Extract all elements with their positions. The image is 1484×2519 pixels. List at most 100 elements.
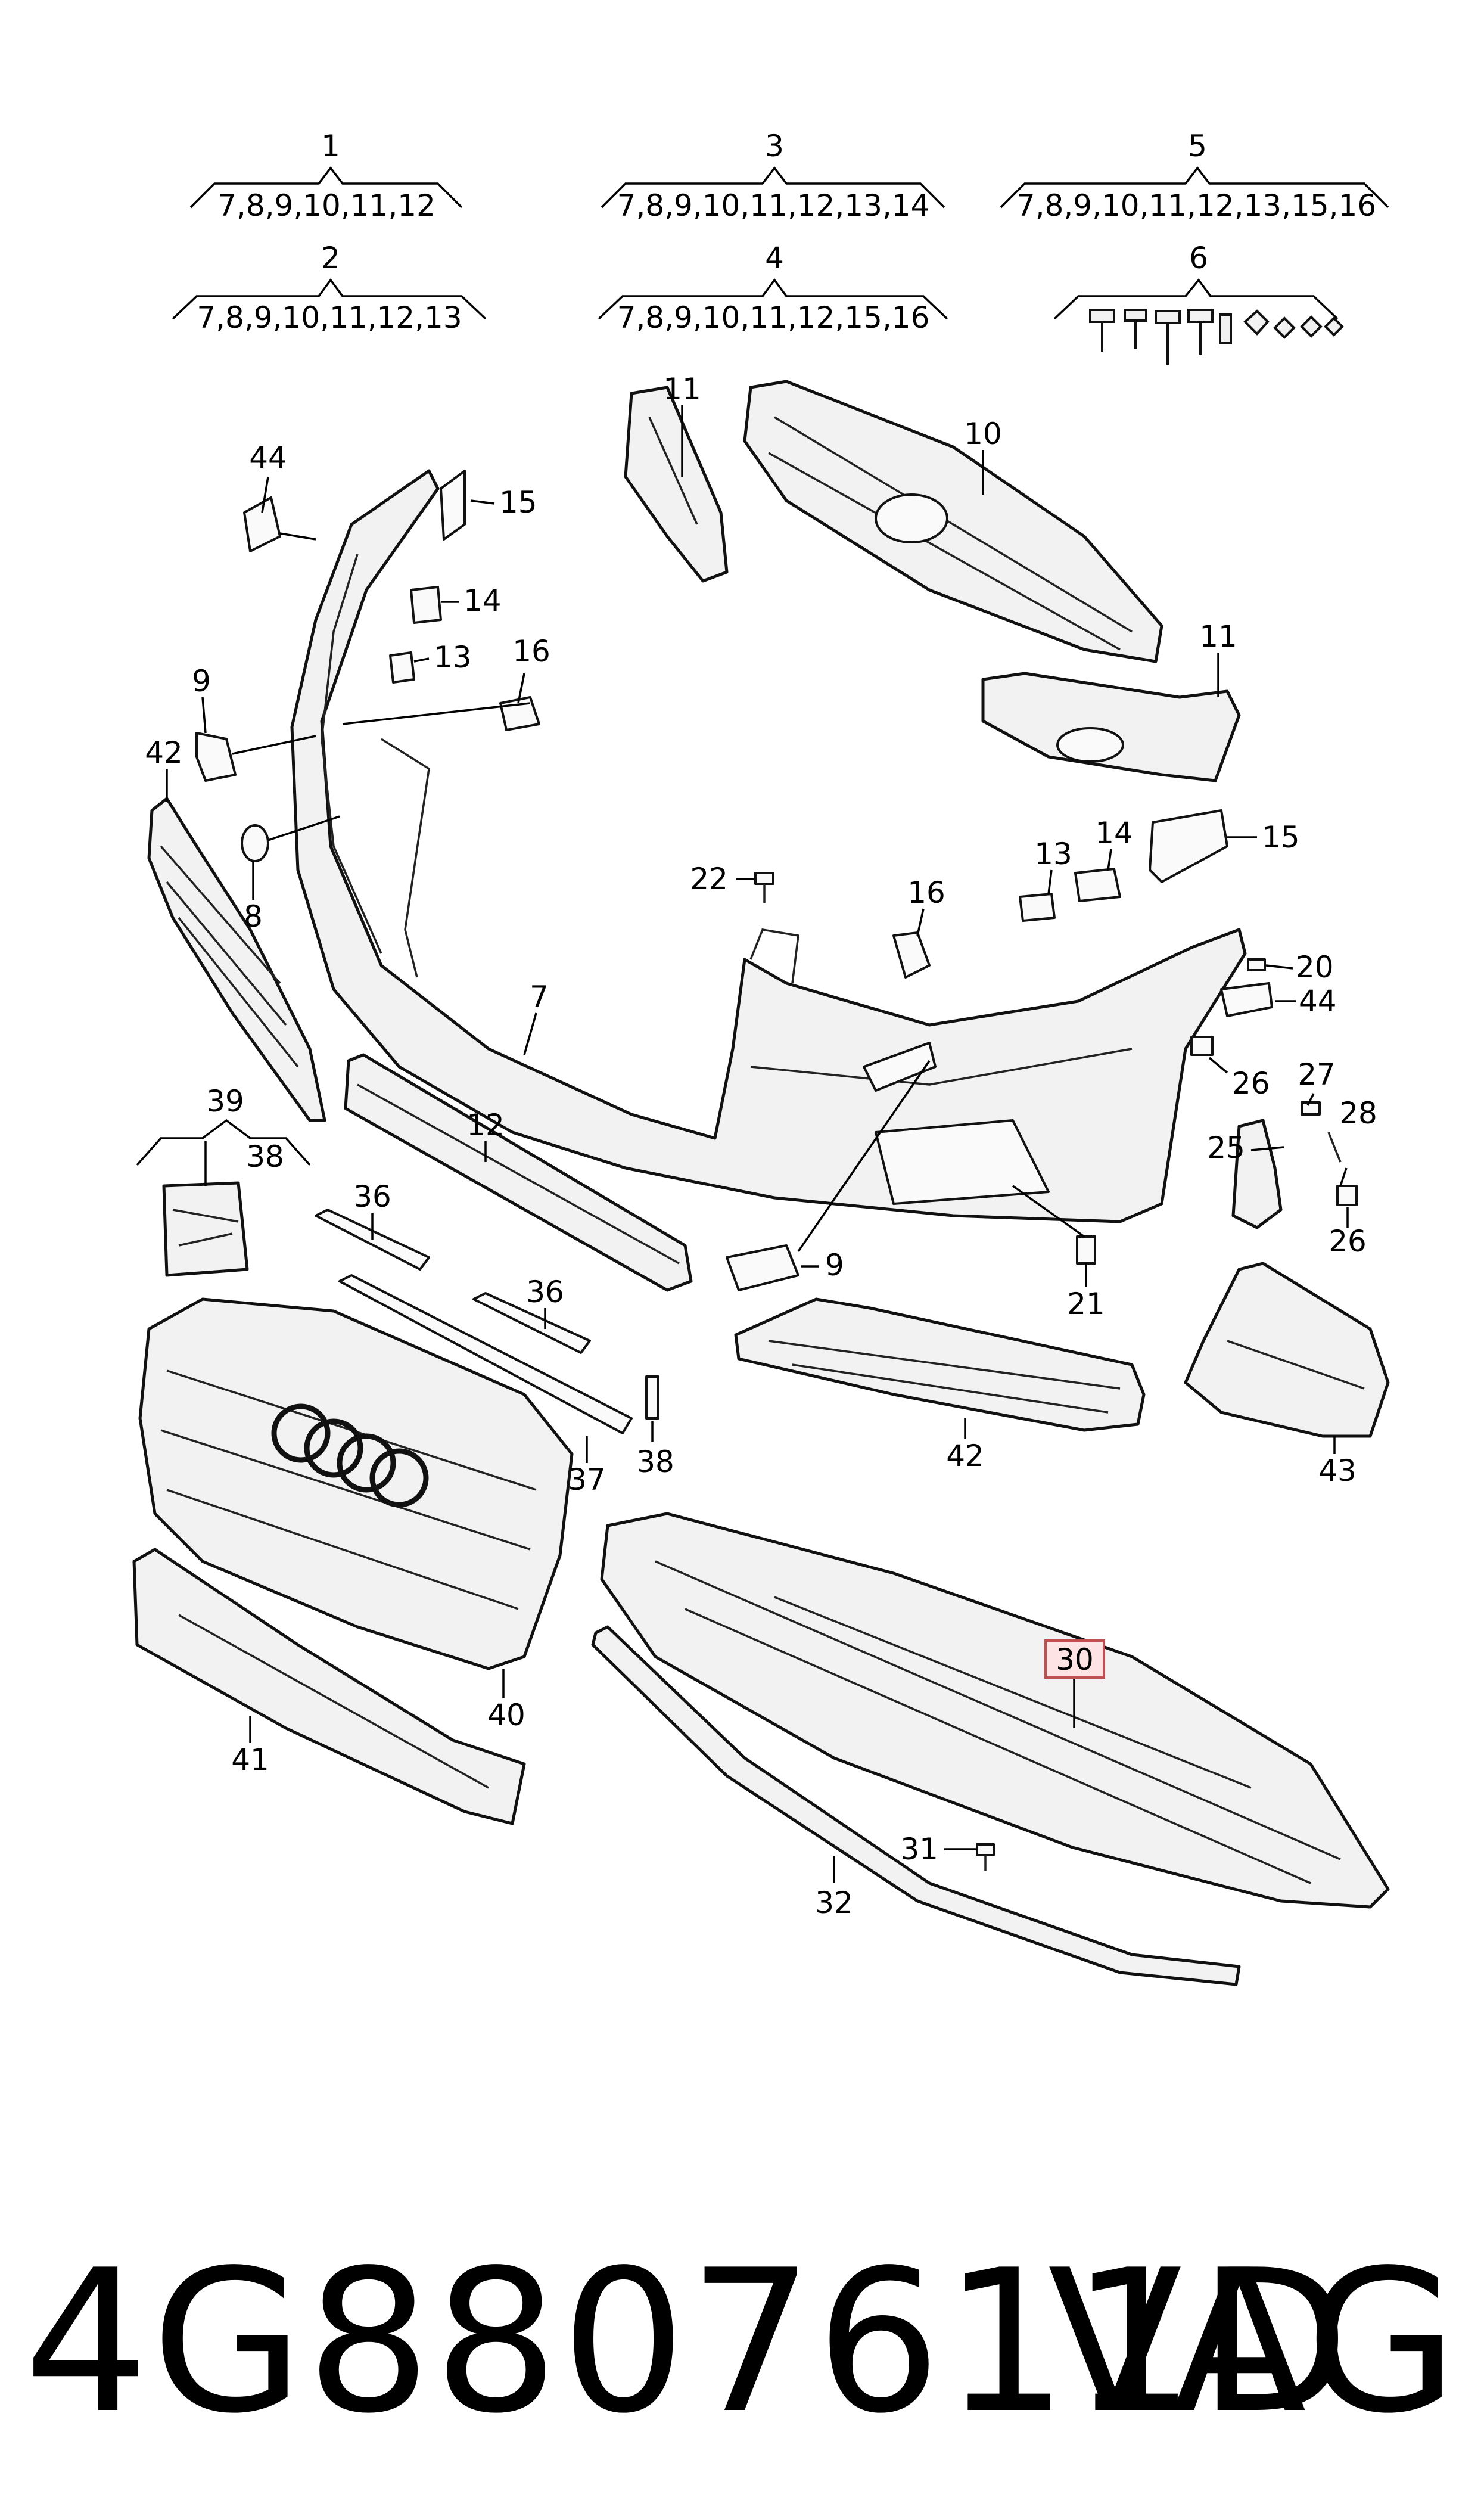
part-27-screw	[1301, 1101, 1321, 1116]
label-38-clip: 38	[636, 1445, 674, 1479]
label-30-box	[1044, 1639, 1105, 1679]
group-header-6: 6	[1053, 241, 1344, 365]
label-41: 41	[231, 1743, 269, 1777]
part-11-upper-bracket	[624, 386, 729, 583]
part-40-main-grille	[138, 1297, 574, 1670]
part-41-lower-grille	[132, 1548, 526, 1825]
part-11-right-bracket	[981, 672, 1241, 782]
part-12-lower-bracket	[344, 1053, 693, 1292]
label-9-right: 9	[825, 1248, 844, 1282]
audi-rings-emblem	[271, 1403, 429, 1508]
part-7-bumper-cover	[290, 469, 1247, 1223]
group-header-5: 5 7,8,9,10,11,12,13,15,16	[1000, 129, 1389, 223]
part-37-long-strip	[338, 1274, 633, 1434]
part-number-text: 4G8807611D	[24, 2228, 1352, 2456]
bumper-center-tab	[749, 928, 799, 984]
label-31: 31	[900, 1832, 938, 1866]
group-5-number: 5	[1188, 129, 1207, 163]
label-12: 12	[466, 1108, 505, 1142]
bumper-side-rib	[381, 738, 430, 978]
label-14-right: 14	[1095, 816, 1133, 850]
group-3-brace	[601, 166, 945, 209]
footer: 4G8807611D VAG	[0, 2217, 1484, 2467]
part-21-clip	[1076, 1235, 1096, 1265]
group-1-refs: 7,8,9,10,11,12	[217, 188, 435, 223]
label-36-lower: 36	[526, 1275, 564, 1309]
group-5-refs: 7,8,9,10,11,12,13,15,16	[1016, 188, 1376, 223]
label-9-left: 9	[192, 664, 211, 698]
group-1-number: 1	[321, 129, 340, 163]
label-43: 43	[1318, 1453, 1357, 1488]
label-15-right: 15	[1262, 820, 1300, 855]
label-11-right: 11	[1199, 619, 1237, 654]
group-2-brace	[172, 278, 487, 320]
part-43-side-panel	[1184, 1262, 1390, 1438]
fog-lamp-opening	[875, 1119, 1050, 1205]
label-44-right: 44	[1299, 984, 1337, 1018]
label-28: 28	[1339, 1096, 1377, 1130]
tow-eye-opening	[863, 1042, 937, 1092]
part-26-upper-nut	[1190, 1036, 1214, 1056]
label-44-left: 44	[249, 440, 287, 475]
part-10-grille-carrier	[743, 380, 1163, 663]
label-11-upper: 11	[663, 372, 701, 406]
label-15-left: 15	[499, 485, 537, 520]
fastener-set-icon	[1089, 309, 1344, 365]
part-9-left-cap	[195, 732, 237, 782]
label-32: 32	[815, 1886, 853, 1920]
part-15-left-bracket	[440, 470, 466, 541]
label-16-left: 16	[512, 634, 550, 669]
part-31-screw	[976, 1843, 995, 1871]
group-3-refs: 7,8,9,10,11,12,13,14	[617, 188, 930, 223]
part-26-lower-nut	[1336, 1185, 1358, 1206]
part-22-screw	[754, 872, 774, 903]
group-6-brace	[1053, 278, 1339, 320]
label-21: 21	[1067, 1287, 1105, 1321]
part-9-right-cap	[726, 1244, 799, 1291]
group-4-brace	[598, 278, 948, 320]
group-3-number: 3	[765, 129, 784, 163]
label-20: 20	[1296, 950, 1334, 984]
part-38-clip	[645, 1375, 659, 1420]
label-30: 30	[1056, 1642, 1094, 1677]
group-1-brace	[189, 166, 463, 209]
label-40: 40	[487, 1698, 525, 1732]
label-30-highlight: 30	[1044, 1639, 1105, 1679]
group-2-refs: 7,8,9,10,11,12,13	[197, 300, 462, 335]
label-7: 7	[530, 980, 549, 1014]
label-13-left: 13	[434, 640, 472, 675]
group-4-refs: 7,8,9,10,11,12,15,16	[617, 300, 930, 335]
label-16-center: 16	[907, 875, 945, 910]
group-header-2: 2 7,8,9,10,11,12,13	[172, 241, 487, 335]
label-13-right: 13	[1034, 837, 1072, 871]
bumper-edge-line	[321, 554, 382, 954]
part-15-right-bracket	[1149, 809, 1228, 883]
leader-lines	[136, 405, 1349, 1883]
label-14-left: 14	[463, 583, 502, 618]
brand-text: VAG	[1047, 2228, 1460, 2456]
part-36-lower-strip	[472, 1292, 591, 1354]
label-26-upper: 26	[1232, 1066, 1270, 1101]
part-32-trim-strip	[591, 1625, 1241, 1986]
part-42-right-grille	[734, 1297, 1146, 1432]
label-25: 25	[1207, 1130, 1245, 1165]
part-16-center-guide	[892, 931, 931, 979]
group-header-3: 3 7,8,9,10,11,12,13,14	[601, 129, 945, 223]
part-14-right-clip	[1074, 868, 1121, 902]
group-4-number: 4	[765, 241, 784, 275]
part-30-undertray	[600, 1512, 1390, 1909]
label-10: 10	[964, 417, 1002, 451]
group-header-4: 4 7,8,9,10,11,12,15,16	[598, 241, 948, 335]
label-27: 27	[1298, 1057, 1336, 1092]
part-44-right-cover	[1220, 982, 1273, 1017]
group-6-number: 6	[1189, 241, 1208, 275]
label-26-lower: 26	[1329, 1224, 1367, 1259]
part-39-bag	[162, 1181, 249, 1277]
label-8: 8	[244, 899, 263, 934]
label-39: 39	[206, 1084, 244, 1119]
group-5-brace	[1000, 166, 1389, 209]
callout-labels: 44 15 14 13 16 9 42 8 11 10 11 13 14 15 …	[145, 372, 1377, 1920]
part-13-left-clip	[389, 651, 415, 684]
part-20-screw	[1247, 958, 1266, 971]
